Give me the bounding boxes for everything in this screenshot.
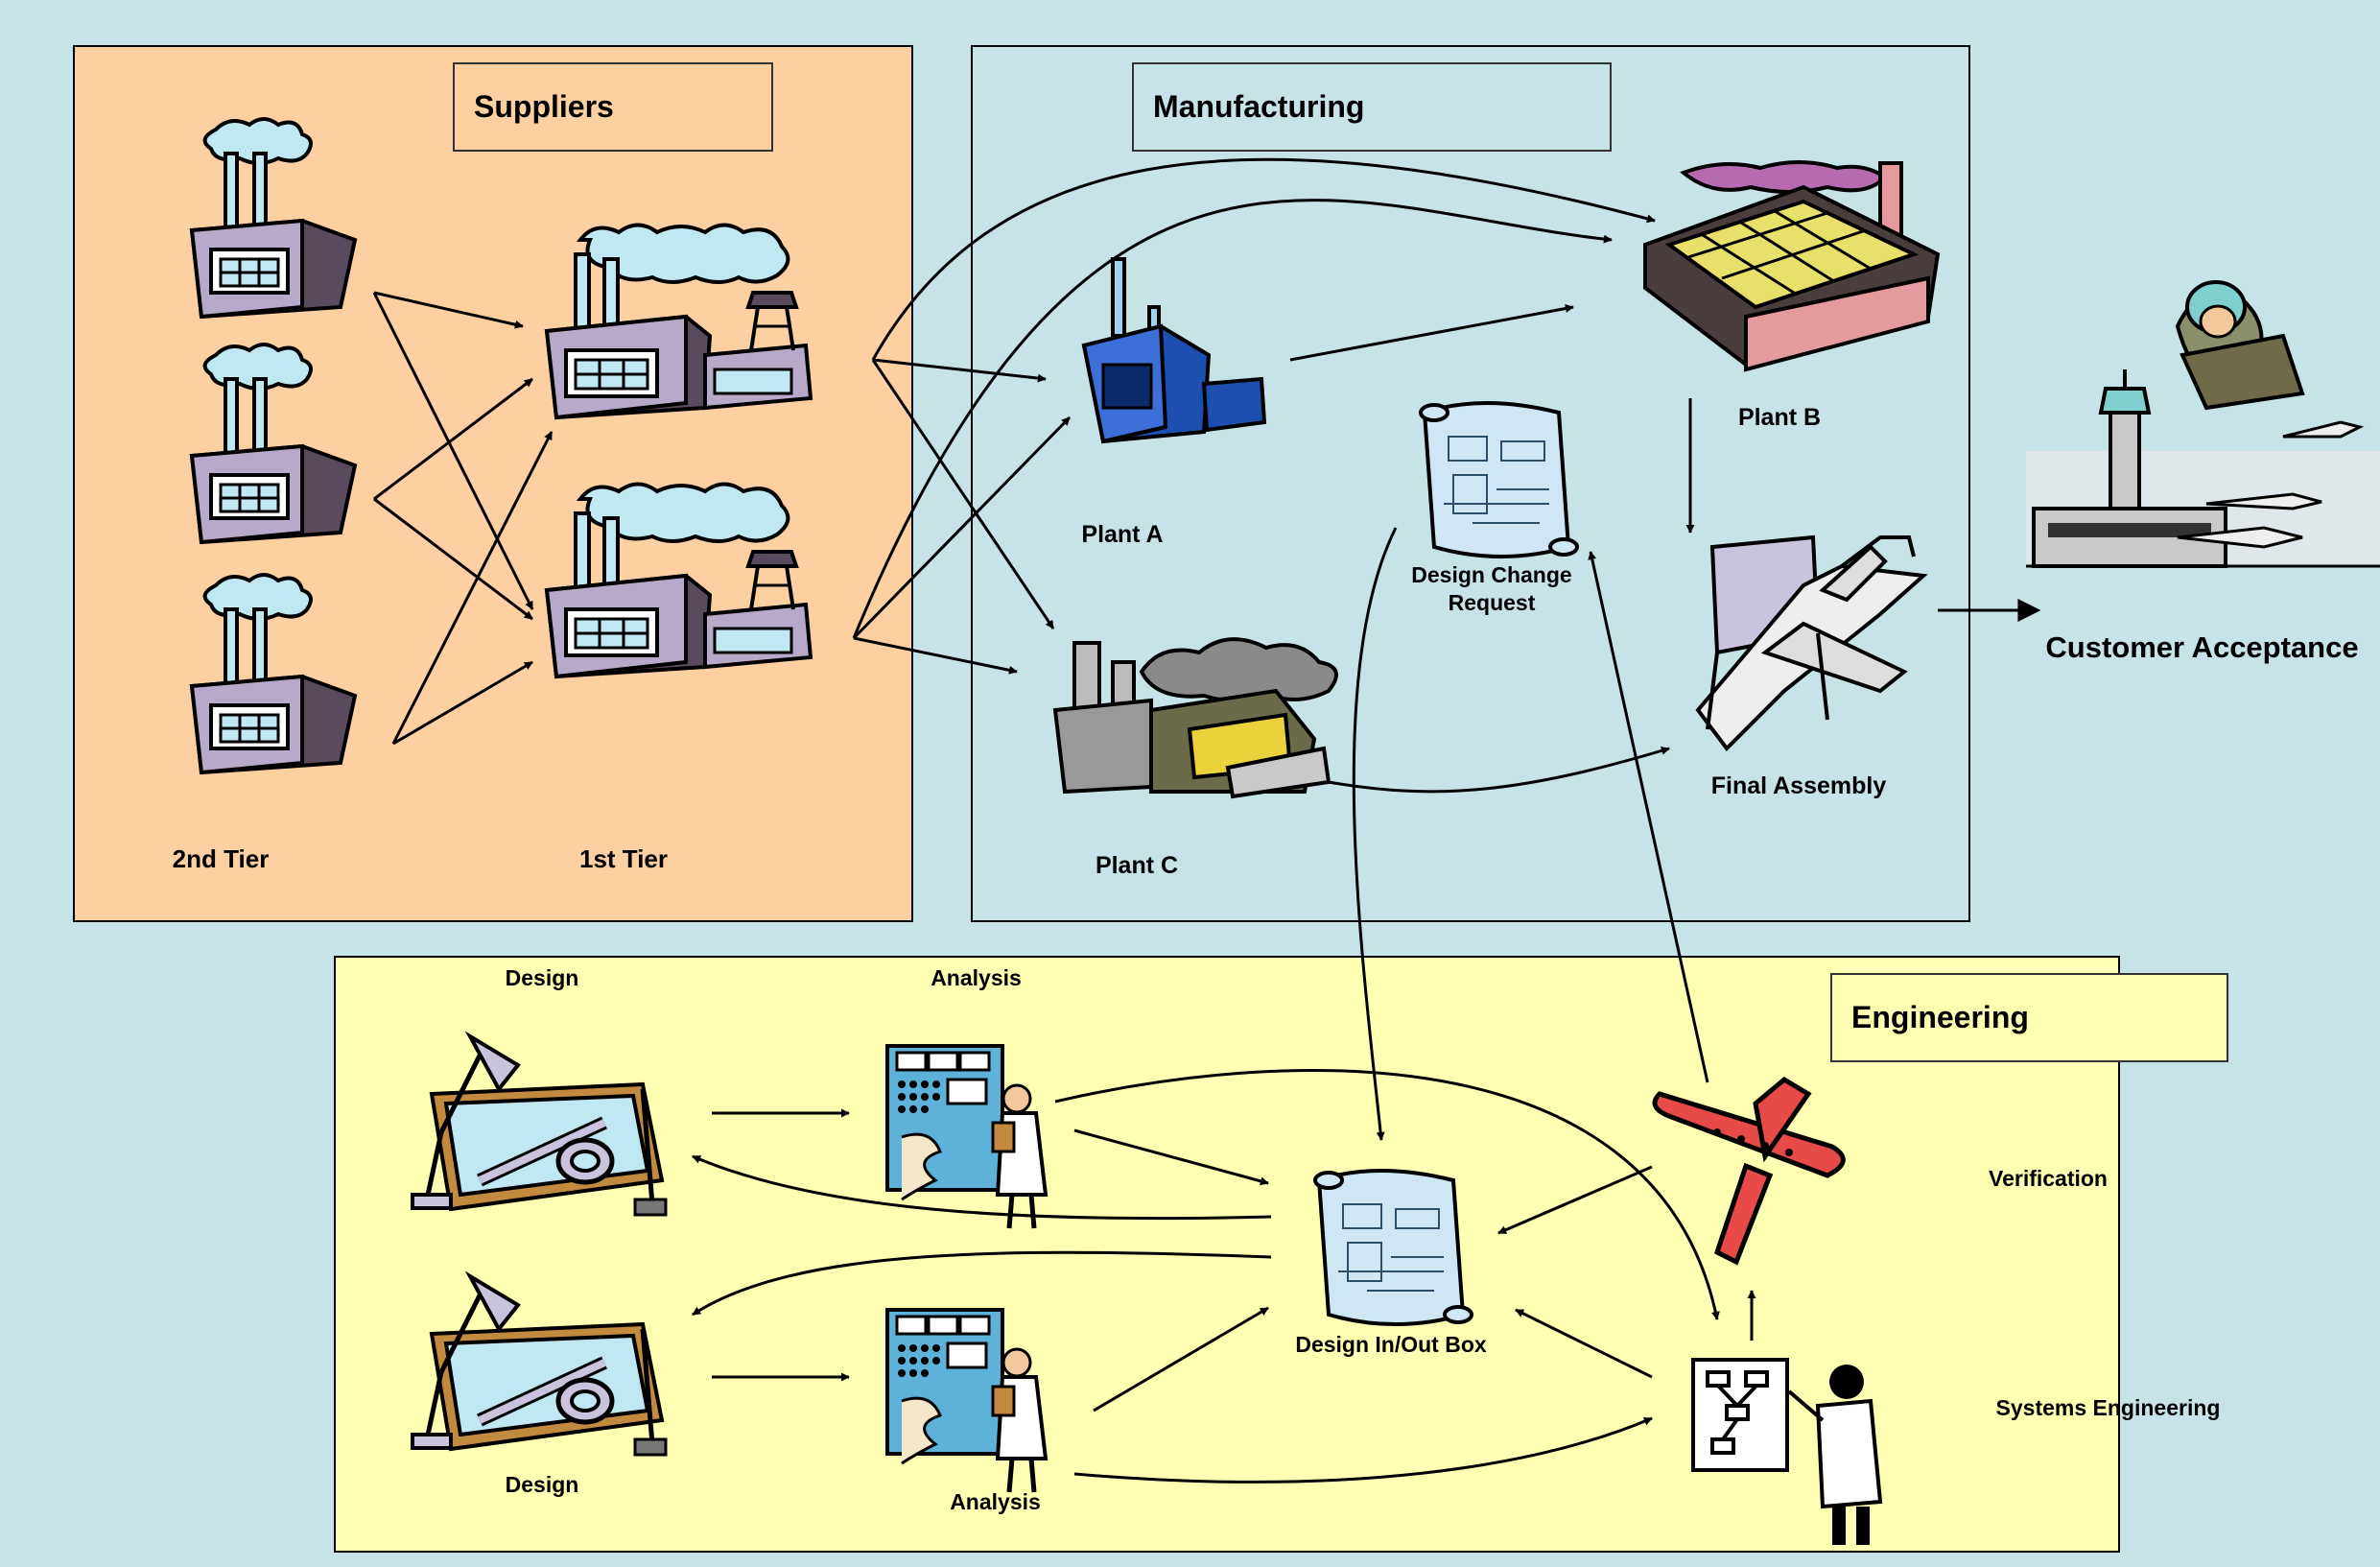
analysis-label-bottom: Analysis	[950, 1489, 1041, 1514]
customer-acceptance-label: Customer Acceptance	[2045, 630, 2359, 664]
refinery-icon	[1052, 637, 1338, 799]
engineering-title: Engineering	[1830, 973, 2228, 1062]
solar-plant-icon	[1643, 160, 1941, 372]
airport-icon	[2026, 369, 2380, 568]
plant-c-label: Plant C	[1095, 852, 1179, 879]
blue-factory-icon	[1081, 257, 1267, 444]
tier2-label: 2nd Tier	[172, 844, 270, 873]
pilot-icon	[2175, 280, 2305, 411]
airplane-assembly-icon	[1695, 534, 1928, 752]
design-label-bottom: Design	[505, 1472, 579, 1497]
blueprint-icon	[1313, 1169, 1473, 1326]
systems-engineering-label: Systems Engineering	[1995, 1395, 2221, 1420]
design-inout-box-label: Design In/Out Box	[1295, 1332, 1487, 1357]
blueprint-icon	[1419, 401, 1579, 558]
verification-label: Verification	[1989, 1166, 2108, 1191]
tier1-label: 1st Tier	[578, 844, 668, 873]
design-change-request-label: Design Change Request	[1411, 562, 1572, 615]
airplane-icon	[1652, 1076, 1846, 1266]
manufacturing-title: Manufacturing	[1132, 62, 1612, 152]
design-label-top: Design	[505, 965, 579, 990]
suppliers-title: Suppliers	[453, 62, 773, 152]
flowchart-engineer-icon	[1691, 1358, 1883, 1545]
plant-a-label: Plant A	[1081, 521, 1164, 548]
plant-b-label: Plant B	[1737, 404, 1822, 431]
analysis-label-top: Analysis	[931, 965, 1022, 990]
final-assembly-label: Final Assembly	[1710, 772, 1887, 799]
